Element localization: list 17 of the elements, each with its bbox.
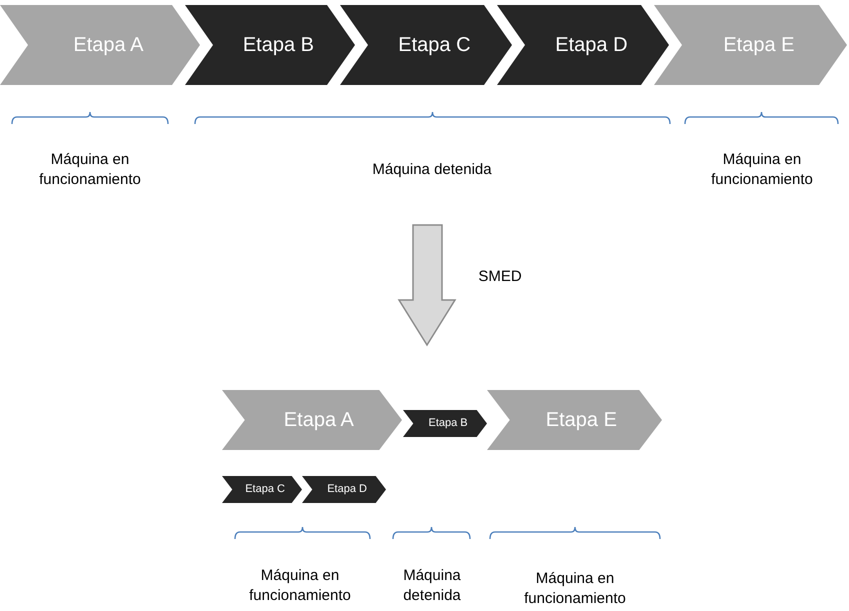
caption-text: Máquina en funcionamiento bbox=[710, 150, 814, 190]
stage-label: Etapa C bbox=[244, 482, 285, 498]
caption-text: SMED bbox=[477, 267, 523, 287]
stage-label: Etapa B bbox=[242, 33, 314, 58]
stage-label: Etapa D bbox=[326, 482, 367, 498]
caption-text: Máquina detenida bbox=[402, 566, 462, 606]
caption-text: Máquina en funcionamiento bbox=[38, 150, 142, 190]
stage-label: Etapa E bbox=[722, 33, 794, 58]
stage-label: Etapa E bbox=[544, 408, 617, 433]
caption-text: Máquina detenida bbox=[371, 160, 493, 180]
stage-label: Etapa A bbox=[72, 33, 144, 58]
stage-label: Etapa D bbox=[554, 33, 628, 58]
stage-label: Etapa A bbox=[282, 408, 354, 433]
caption-text: Máquina en funcionamiento bbox=[248, 566, 352, 606]
stage-label: Etapa C bbox=[397, 33, 471, 58]
caption-text: Máquina en funcionamiento bbox=[523, 569, 627, 609]
stage-label: Etapa B bbox=[428, 416, 468, 432]
